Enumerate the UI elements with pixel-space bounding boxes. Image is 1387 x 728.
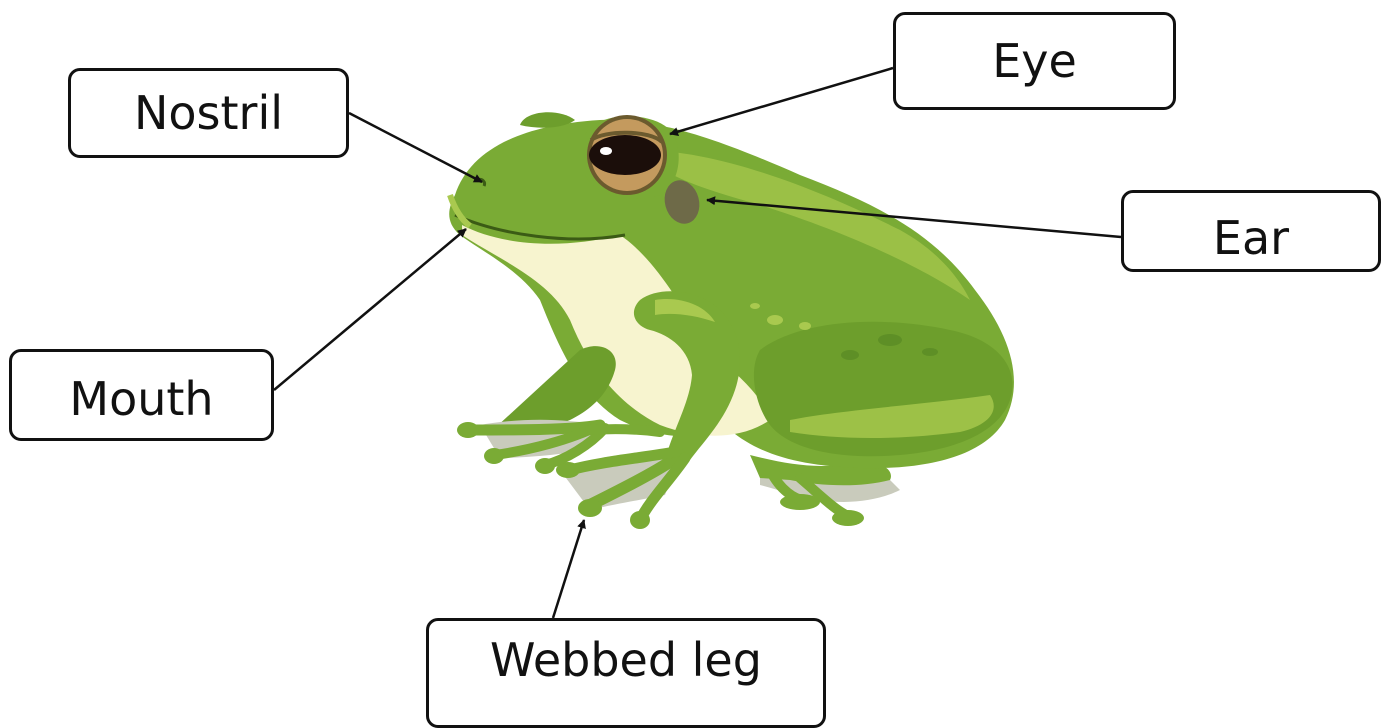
label-nostril: Nostril bbox=[68, 68, 349, 158]
label-ear-text: Ear bbox=[1213, 215, 1289, 261]
label-nostril-text: Nostril bbox=[134, 90, 283, 136]
label-ear: Ear bbox=[1121, 190, 1381, 272]
arrow-nostril bbox=[349, 113, 482, 182]
label-mouth-text: Mouth bbox=[69, 376, 213, 422]
label-eye-text: Eye bbox=[992, 38, 1077, 84]
eye-graphic bbox=[587, 115, 667, 195]
arrow-eye bbox=[670, 68, 893, 134]
label-eye: Eye bbox=[893, 12, 1176, 110]
arrow-mouth bbox=[274, 229, 466, 390]
frog-illustration bbox=[449, 112, 1014, 529]
label-mouth: Mouth bbox=[9, 349, 274, 441]
front-foot bbox=[556, 452, 685, 529]
label-webbed-leg-text: Webbed leg bbox=[490, 637, 762, 683]
label-webbed-leg: Webbed leg bbox=[426, 618, 826, 728]
arrow-webbed-leg bbox=[553, 520, 584, 618]
